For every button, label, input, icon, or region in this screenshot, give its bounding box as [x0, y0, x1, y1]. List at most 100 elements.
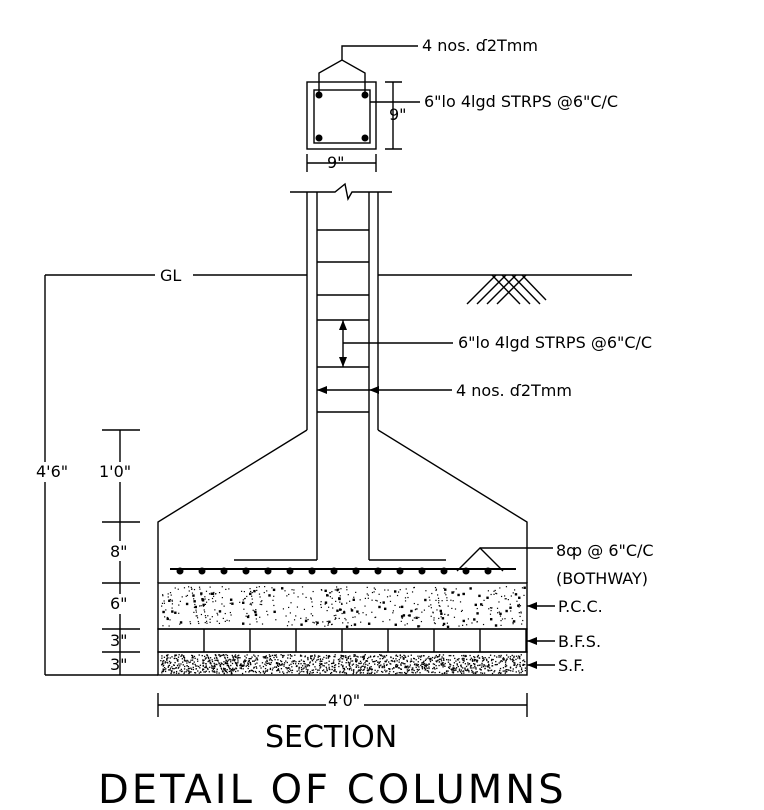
hatch-speck: [302, 668, 304, 670]
hatch-speck: [438, 655, 440, 658]
hatch-speck: [269, 655, 272, 657]
hatch-speck: [364, 666, 366, 668]
hatch-speck: [189, 661, 192, 663]
hatch-speck: [465, 665, 468, 668]
hatch-speck: [226, 656, 229, 659]
hatch-speck: [289, 668, 291, 670]
hatch-speck: [400, 615, 404, 618]
hatch-speck: [493, 590, 495, 592]
hatch-speck: [456, 664, 458, 666]
hatch-speck: [424, 665, 426, 667]
hatch-speck: [428, 596, 430, 598]
hatch-speck: [442, 622, 446, 626]
hatch-speck: [190, 586, 192, 589]
hatch-speck: [219, 665, 222, 668]
hatch-speck: [340, 656, 342, 658]
hatch-speck: [420, 664, 422, 667]
hatch-speck: [276, 663, 279, 665]
hatch-speck: [328, 655, 330, 657]
hatch-speck: [367, 669, 369, 671]
hatch-speck: [486, 659, 488, 662]
hatch-speck: [251, 595, 253, 597]
hatch-speck: [301, 586, 304, 588]
hatch-speck: [471, 659, 474, 661]
hatch-speck: [420, 655, 423, 657]
hatch-speck: [265, 661, 267, 663]
hatch-speck: [442, 624, 444, 627]
hatch-speck: [343, 670, 345, 672]
hatch-speck: [253, 589, 256, 593]
hatch-speck: [262, 671, 265, 673]
hatch-speck: [211, 665, 213, 668]
hatch-speck: [482, 657, 484, 660]
hatch-speck: [355, 672, 358, 674]
hatch-speck: [255, 618, 257, 620]
hatch-speck: [507, 598, 509, 601]
hatch-speck: [161, 657, 163, 659]
hatch-speck: [446, 625, 450, 629]
hatch-speck: [178, 663, 180, 665]
hatch-speck: [430, 657, 432, 660]
hatch-speck: [410, 660, 412, 662]
hatch-speck: [436, 661, 438, 663]
hatch-speck: [230, 671, 232, 673]
hatch-speck: [204, 658, 207, 660]
hatch-speck: [381, 666, 383, 669]
hatch-speck: [224, 657, 226, 659]
hatch-speck: [200, 613, 203, 616]
hatch-speck: [232, 656, 234, 658]
hatch-speck: [374, 588, 376, 590]
hatch-speck: [263, 657, 265, 659]
hatch-speck: [438, 604, 440, 607]
hatch-speck: [339, 658, 341, 660]
hatch-speck: [273, 595, 275, 597]
hatch-speck: [266, 590, 268, 592]
hatch-speck: [326, 669, 328, 672]
stirrup-label: 6"lo 4lgd STRPS @6"C/C: [424, 92, 618, 111]
hatch-speck: [396, 663, 398, 666]
hatch-speck: [190, 671, 192, 673]
hatch-speck: [403, 614, 405, 616]
hatch-speck: [297, 596, 299, 598]
hatch-speck: [331, 597, 333, 599]
hatch-speck: [215, 655, 217, 657]
hatch-speck: [459, 601, 462, 603]
hatch-speck: [206, 655, 209, 657]
hatch-speck: [377, 661, 379, 663]
hatch-speck: [204, 596, 206, 598]
hatch-speck: [423, 666, 426, 668]
hatch-speck: [222, 654, 225, 656]
dim-bfs: 3": [110, 631, 128, 650]
hatch-speck: [493, 671, 495, 673]
hatch-speck: [491, 669, 493, 671]
hatch-speck: [404, 655, 406, 657]
hatch-speck: [417, 603, 419, 606]
hatch-speck: [408, 669, 410, 671]
hatch-speck: [398, 659, 400, 661]
hatch-speck: [489, 667, 491, 669]
hatch-speck: [292, 660, 294, 662]
hatch-speck: [374, 672, 376, 674]
hatch-speck: [440, 616, 442, 618]
hatch-speck: [414, 663, 416, 665]
hatch-speck: [213, 591, 215, 594]
hatch-speck: [264, 586, 266, 588]
hatch-speck: [329, 672, 332, 675]
hatch-speck: [415, 608, 417, 610]
stirrup-outline: [313, 89, 371, 144]
hatch-speck: [352, 672, 354, 675]
hatch-speck: [249, 588, 251, 590]
hatch-speck: [336, 590, 339, 592]
hatch-speck: [205, 665, 207, 668]
hatch-speck: [510, 670, 512, 672]
dim-mask: [98, 462, 142, 482]
hatch-speck: [343, 672, 346, 674]
hatch-speck: [346, 589, 348, 591]
hatch-speck: [432, 612, 434, 614]
hatch-speck: [434, 668, 436, 670]
hatch-speck: [193, 598, 195, 600]
hatch-speck: [168, 599, 171, 602]
hatch-speck: [404, 624, 406, 626]
hatch-speck: [270, 659, 272, 661]
hatch-speck: [228, 665, 230, 668]
